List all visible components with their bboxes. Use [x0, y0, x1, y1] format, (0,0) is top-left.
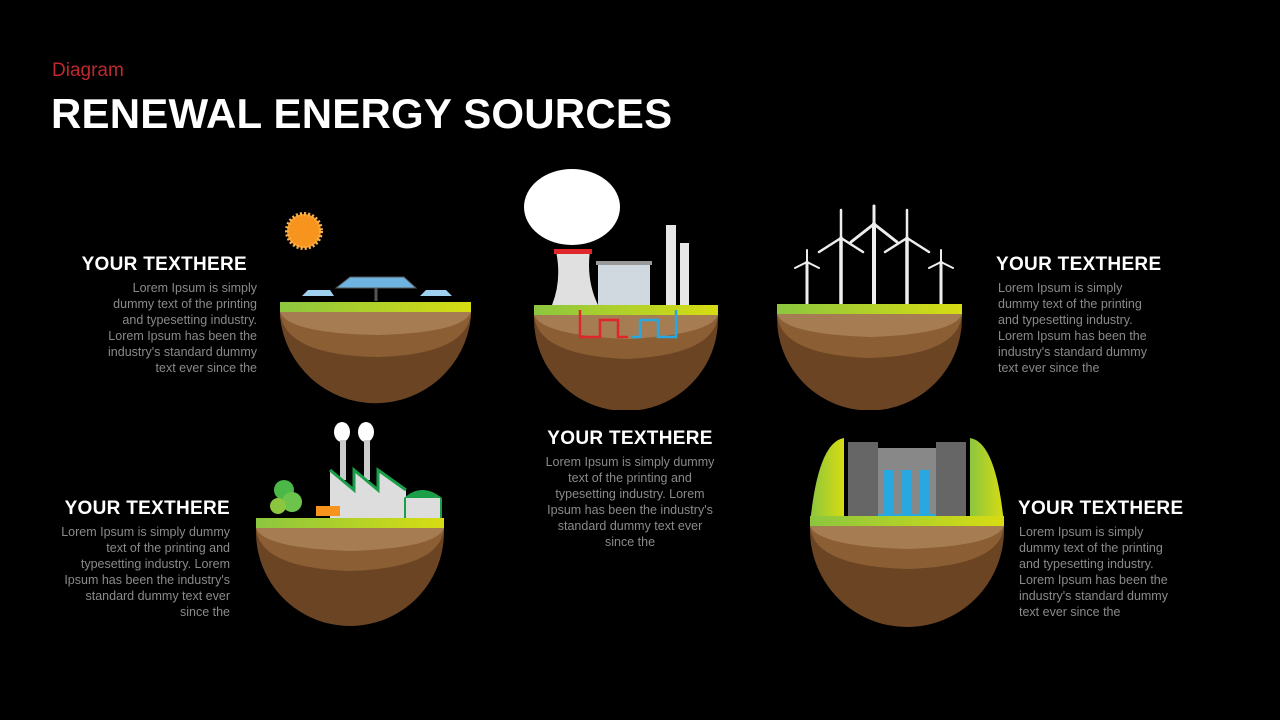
text-block-geothermal: YOUR TEXTHERE Lorem Ipsum is simply dumm…: [525, 428, 735, 550]
biomass-factory-icon: [256, 422, 444, 626]
geothermal-plant-icon: [524, 169, 718, 410]
hydro-dam-icon: [810, 438, 1004, 627]
page-subtitle: Diagram: [52, 60, 124, 81]
wind-turbine-icon: [777, 204, 962, 410]
text-block-biomass: YOUR TEXTHERE Lorem Ipsum is simply dumm…: [30, 498, 230, 620]
solar-panel-icon: [280, 212, 471, 404]
block-heading: YOUR TEXTHERE: [547, 428, 713, 449]
page-title: RENEWAL ENERGY SOURCES: [51, 90, 673, 137]
block-heading: YOUR TEXTHERE: [64, 498, 230, 519]
block-heading: YOUR TEXTHERE: [81, 254, 247, 275]
block-heading: YOUR TEXTHERE: [1018, 498, 1184, 519]
block-heading: YOUR TEXTHERE: [996, 254, 1162, 275]
